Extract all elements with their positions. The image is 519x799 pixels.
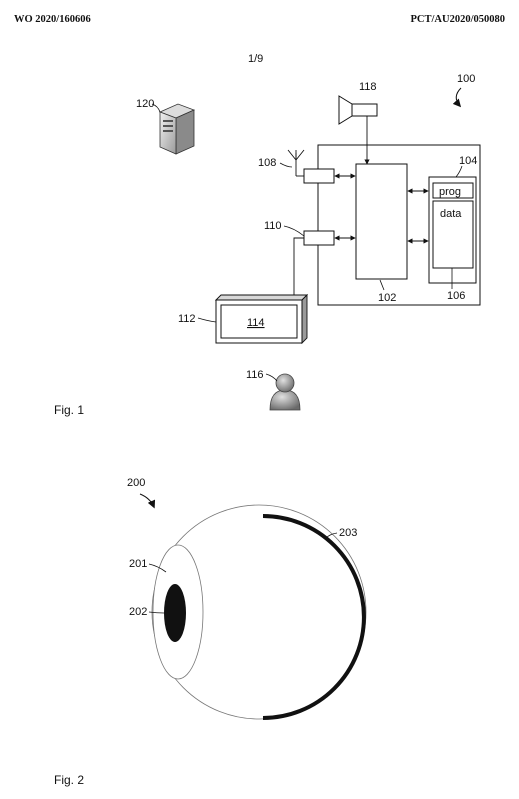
- leader-antenna-port: [279, 162, 293, 168]
- antenna-icon: [287, 149, 305, 177]
- fig1: 120 118 100 102 prog data 104 106: [136, 73, 481, 411]
- label-memory-inner: 106: [447, 290, 465, 302]
- leader-monitor: [197, 317, 217, 323]
- label-screen: 114: [247, 317, 265, 329]
- antenna-port-box: [303, 168, 335, 184]
- application-number: PCT/AU2020/050080: [410, 14, 506, 25]
- label-cornea: 201: [129, 558, 147, 570]
- label-speaker: 118: [359, 81, 377, 93]
- label-server: 120: [136, 98, 154, 110]
- cable-display: [293, 237, 304, 296]
- label-memory: 104: [459, 155, 477, 167]
- label-antenna-port: 108: [258, 157, 276, 169]
- prog-box: [432, 182, 474, 199]
- label-user: 116: [246, 369, 264, 381]
- server-icon: [158, 103, 196, 155]
- data-box: [432, 200, 474, 269]
- leader-cornea: [148, 563, 167, 573]
- arrow-system: [452, 87, 462, 108]
- pupil: [164, 584, 186, 642]
- label-system: 100: [457, 73, 475, 85]
- leader-display-port: [283, 225, 305, 237]
- leader-retina: [325, 532, 338, 539]
- label-processor: 102: [378, 292, 396, 304]
- leader-processor: [379, 279, 385, 291]
- label-pupil: 202: [129, 606, 147, 618]
- fig1-caption: Fig. 1: [54, 403, 85, 417]
- retina-arc: [262, 514, 366, 720]
- label-prog: prog: [439, 186, 461, 198]
- label-data: data: [440, 208, 462, 220]
- processor-box: [355, 163, 408, 280]
- monitor-icon: [214, 293, 309, 345]
- speaker-icon: [338, 95, 378, 125]
- page-number: 1/9: [248, 53, 264, 65]
- fig2: 200 201 202 203: [127, 477, 367, 720]
- fig2-caption: Fig. 2: [54, 773, 85, 787]
- leader-server: [151, 103, 161, 113]
- leader-user: [265, 373, 278, 382]
- leader-pupil: [148, 611, 165, 614]
- label-monitor: 112: [178, 313, 196, 325]
- publication-number: WO 2020/160606: [14, 14, 91, 25]
- leader-memory: [455, 165, 463, 178]
- label-display-port: 110: [264, 220, 282, 232]
- arrow-eye: [139, 493, 156, 509]
- label-retina: 203: [339, 527, 357, 539]
- system-box: [317, 144, 481, 306]
- user-icon: [269, 373, 301, 411]
- label-eye: 200: [127, 477, 145, 489]
- display-port-box: [303, 230, 335, 246]
